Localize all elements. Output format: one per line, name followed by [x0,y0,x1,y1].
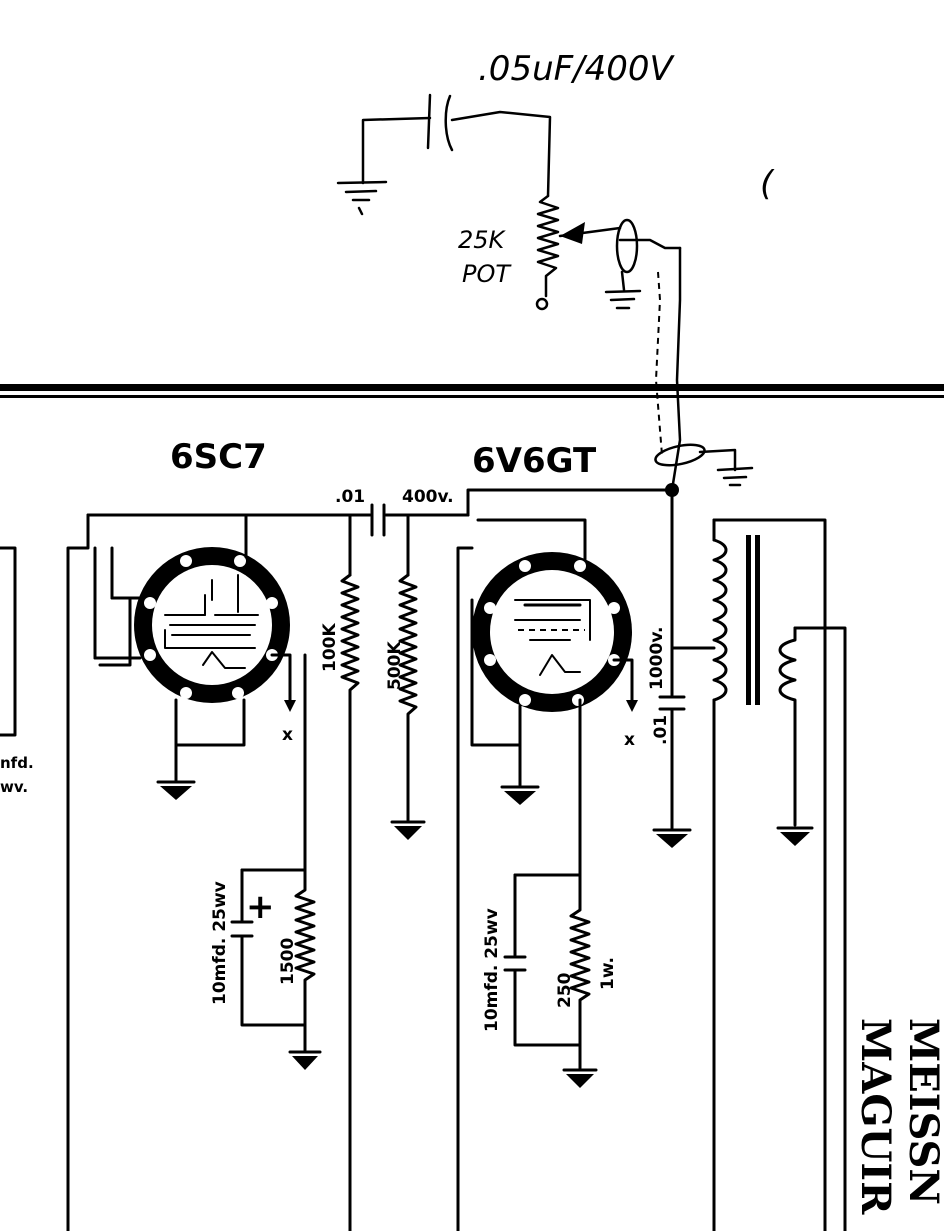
tube-6sc7 [134,547,290,703]
pot-25k [536,194,560,298]
bypass-cap-1-label: 10mfd. 25wv [210,881,230,1005]
resistor-500k [398,573,418,822]
tube-label-6sc7: 6SC7 [170,437,267,477]
plate-cap-value: .01 [651,715,671,745]
ground-symbol-cathode-2 [562,1068,598,1088]
ground-symbol-6v6gt [500,785,540,805]
ground-symbol-cathode-1 [288,1050,322,1070]
bypass-plus: + [246,887,275,927]
cap-label-added: .05uF/400V [478,49,676,89]
output-transformer [670,518,847,1231]
ground-symbol-500k [390,820,426,840]
ground-symbol-shield [716,466,754,487]
svg-text:nfd.: nfd. [0,754,34,772]
marker-x-2: x [624,730,635,750]
tube-label-6v6gt: 6V6GT [472,441,597,481]
resistor-1500 [294,868,316,1027]
plate-cap-voltage: 1000v. [647,627,667,690]
resistor-100k [340,573,360,1231]
ground-symbol-pot [604,289,642,310]
stray-mark: ( [760,164,775,204]
divider-line-thin [0,395,944,398]
svg-text:wv.: wv. [0,778,28,796]
marker-x-1: x [282,725,293,745]
resistor-250-wattage: 1w. [598,957,618,990]
title-text-2: MAGUIR [852,1018,899,1215]
coupling-cap-voltage: 400v. [402,487,454,507]
ground-symbol-plate [652,828,692,848]
title-text-1: MEISSN [900,1018,944,1205]
divider-line [0,384,944,391]
resistor-250-label: 250 [555,972,575,1008]
pot-label-value: 25K [458,226,507,254]
ground-symbol-transformer [776,826,814,846]
resistor-1500-label: 1500 [278,938,298,985]
resistor-100k-label: 100K [320,623,340,672]
coupling-cap-value: .01 [335,487,365,507]
added-tone-circuit: .05uF/400V 25K POT ( [336,49,775,492]
left-edge-fragment: nfd. wv. [0,546,34,796]
ground-symbol-6sc7 [156,780,196,800]
tube-6v6gt [472,552,632,712]
resistor-250 [569,873,591,1047]
resistor-500k-label: 500K [385,641,405,690]
ground-symbol-added-left [336,180,388,216]
bypass-cap-2-label: 10mfd. 25wv [482,908,502,1032]
pot-label-type: POT [462,260,512,288]
